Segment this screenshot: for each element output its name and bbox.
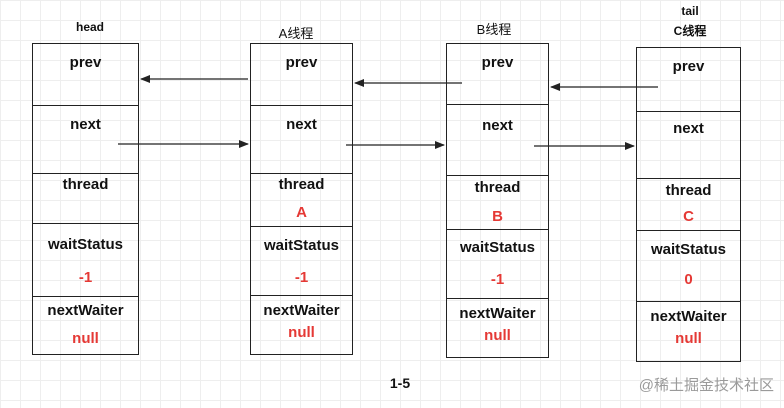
waitstatus-value: 0 xyxy=(684,271,693,288)
waitstatus-cell: waitStatus 0 xyxy=(637,230,740,301)
thread-field: thread xyxy=(278,176,325,193)
thread-a-label: A线程 xyxy=(278,26,314,41)
thread-field: thread xyxy=(474,179,521,196)
nextwaiter-cell: nextWaiter null xyxy=(447,298,548,359)
nextwaiter-value: null xyxy=(675,330,702,347)
nextwaiter-value: null xyxy=(288,324,315,341)
nextwaiter-field: nextWaiter xyxy=(263,302,340,319)
waitstatus-field: waitStatus xyxy=(650,241,726,258)
next-field: next xyxy=(286,116,317,133)
prev-field: prev xyxy=(672,58,705,75)
waitstatus-value: -1 xyxy=(78,269,93,286)
thread-b-node: prev next thread B waitStatus -1 nextWai… xyxy=(446,43,549,358)
prev-cell: prev xyxy=(251,44,352,105)
head-node: prev next thread waitStatus -1 nextWaite… xyxy=(32,43,139,355)
thread-cell: thread B xyxy=(447,175,548,229)
waitstatus-value: -1 xyxy=(294,269,309,286)
nextwaiter-cell: nextWaiter null xyxy=(251,295,352,356)
next-cell: next xyxy=(447,104,548,175)
thread-value: C xyxy=(683,208,694,225)
thread-value: A xyxy=(296,204,307,221)
nextwaiter-value: null xyxy=(72,330,99,347)
waitstatus-field: waitStatus xyxy=(263,237,339,254)
prev-field: prev xyxy=(285,54,318,71)
nextwaiter-cell: nextWaiter null xyxy=(637,301,740,363)
thread-cell: thread C xyxy=(637,178,740,230)
thread-c-node: prev next thread C waitStatus 0 nextWait… xyxy=(636,47,741,362)
waitstatus-value: -1 xyxy=(490,271,505,288)
thread-a-node: prev next thread A waitStatus -1 nextWai… xyxy=(250,43,353,355)
figure-caption: 1-5 xyxy=(389,375,411,391)
next-field: next xyxy=(482,117,513,134)
thread-cell: thread A xyxy=(251,173,352,226)
nextwaiter-field: nextWaiter xyxy=(650,308,727,325)
thread-value: B xyxy=(492,208,503,225)
prev-cell: prev xyxy=(33,44,138,105)
waitstatus-cell: waitStatus -1 xyxy=(447,229,548,298)
thread-field: thread xyxy=(665,182,712,199)
tail-label: tail xyxy=(681,4,699,18)
prev-cell: prev xyxy=(447,44,548,104)
next-field: next xyxy=(673,120,704,137)
head-label: head xyxy=(75,20,104,34)
next-cell: next xyxy=(251,105,352,173)
next-cell: next xyxy=(637,111,740,178)
waitstatus-field: waitStatus xyxy=(47,236,123,253)
waitstatus-cell: waitStatus -1 xyxy=(33,223,138,296)
waitstatus-field: waitStatus xyxy=(459,239,535,256)
waitstatus-cell: waitStatus -1 xyxy=(251,226,352,295)
nextwaiter-field: nextWaiter xyxy=(47,302,124,319)
nextwaiter-value: null xyxy=(484,327,511,344)
prev-field: prev xyxy=(69,54,102,71)
thread-cell: thread xyxy=(33,173,138,223)
thread-b-label: B线程 xyxy=(476,22,512,37)
next-cell: next xyxy=(33,105,138,173)
nextwaiter-cell: nextWaiter null xyxy=(33,296,138,356)
thread-c-label: C线程 xyxy=(673,24,707,38)
next-field: next xyxy=(70,116,101,133)
nextwaiter-field: nextWaiter xyxy=(459,305,536,322)
watermark: @稀土掘金技术社区 xyxy=(638,377,774,394)
prev-cell: prev xyxy=(637,48,740,111)
thread-field: thread xyxy=(62,176,109,193)
prev-field: prev xyxy=(481,54,514,71)
